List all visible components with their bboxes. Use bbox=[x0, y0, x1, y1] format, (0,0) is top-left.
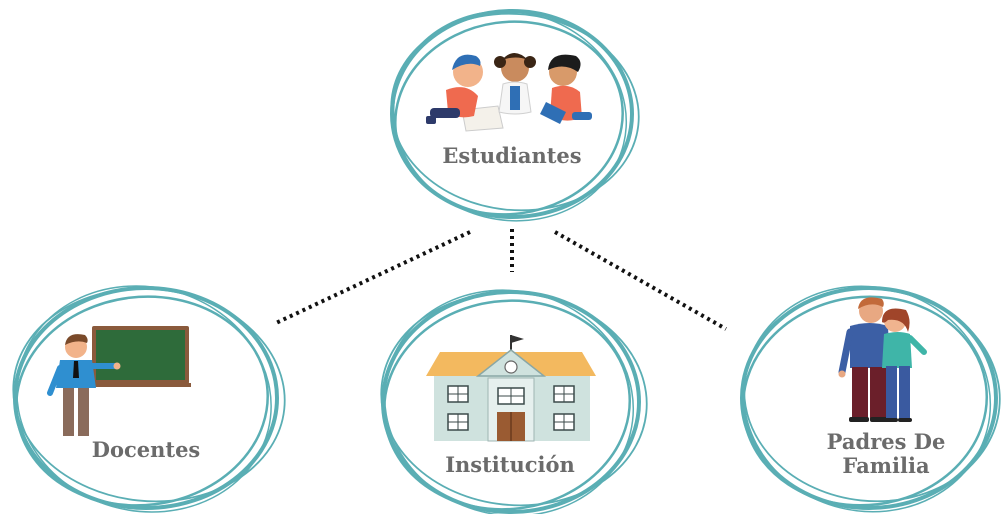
node-label-estudiantes: Estudiantes bbox=[442, 143, 582, 168]
node-label-docentes: Docentes bbox=[91, 437, 201, 462]
node-label-padres: Padres De Familia bbox=[786, 430, 986, 478]
ring-estudiantes bbox=[390, 9, 640, 222]
teacher-blackboard-icon bbox=[47, 326, 191, 436]
connector-padres bbox=[554, 230, 727, 331]
ring-padres bbox=[740, 285, 1001, 513]
node-label-padres-line1: Padres De bbox=[826, 429, 946, 454]
node-label-institucion: Institución bbox=[445, 452, 575, 477]
children-group-icon bbox=[426, 53, 592, 132]
parents-couple-icon bbox=[838, 297, 927, 422]
school-building-icon bbox=[426, 335, 596, 442]
connector-docentes bbox=[275, 230, 471, 325]
ring-institucion bbox=[380, 289, 648, 517]
node-label-padres-line2: Familia bbox=[842, 453, 930, 478]
ring-docentes bbox=[12, 285, 286, 513]
